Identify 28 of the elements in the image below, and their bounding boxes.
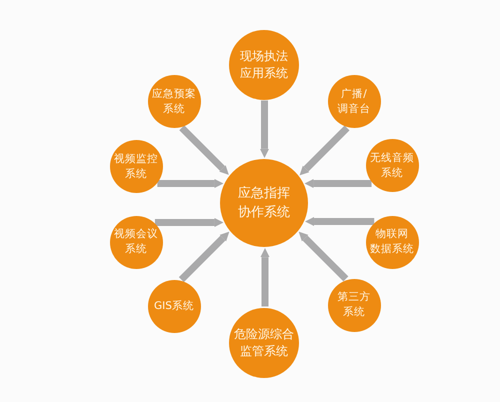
node-label: 视频监控系统: [114, 152, 158, 182]
arrow: [298, 232, 348, 282]
circle-node: [328, 278, 380, 332]
arrow: [154, 218, 224, 228]
node-label: 应急指挥协作系统: [238, 185, 290, 222]
circle-node: [110, 140, 162, 193]
node-label: 物联网数据系统: [370, 227, 414, 257]
arrow: [260, 248, 270, 306]
node-label: 第三方系统: [338, 290, 370, 320]
node-label: GIS系统: [154, 298, 194, 314]
arrow: [300, 125, 350, 176]
node-label: 无线音频系统: [370, 150, 414, 180]
circle-node: [328, 75, 380, 128]
circle-node: [148, 75, 200, 128]
circle-node: [366, 139, 418, 192]
arrow: [157, 178, 224, 188]
node-label: 广播/调音台: [338, 86, 370, 116]
node-label: 危险源综合监管系统: [234, 326, 294, 360]
arrow: [178, 232, 230, 282]
arrow: [304, 178, 372, 188]
node-label: 视频会议系统: [114, 227, 158, 257]
arrow: [179, 125, 229, 175]
circle-node: [366, 216, 418, 268]
arrow: [260, 100, 270, 158]
circle-node: [148, 280, 200, 332]
arrow: [304, 216, 374, 226]
node-label: 应急预案系统: [152, 86, 196, 116]
node-label: 现场执法应用系统: [240, 48, 288, 82]
